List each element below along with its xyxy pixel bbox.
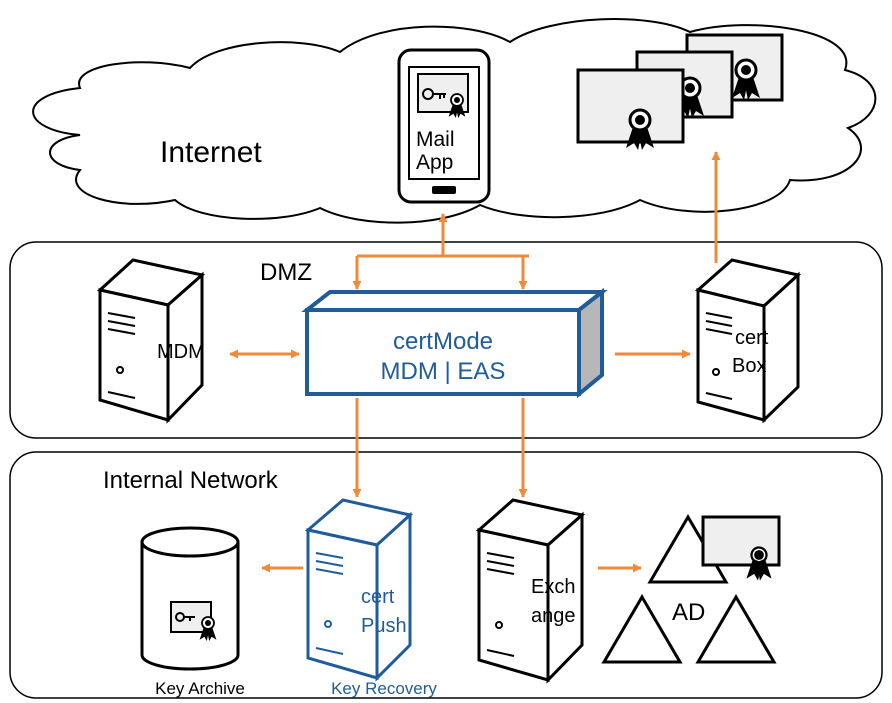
key-archive-label: Key Archive: [155, 679, 245, 698]
mdm-label: MDM: [157, 341, 205, 363]
internal-network-label: Internal Network: [103, 467, 279, 494]
mail-app-label-line1: Mail: [416, 128, 455, 151]
certbox-label-line2: Box: [732, 355, 766, 377]
arrow-bus-to-certmode-left: [357, 254, 529, 289]
certmode-subtitle: MDM | EAS: [381, 358, 506, 385]
certificates-stack: [576, 33, 784, 152]
exchange-label-line2: ange: [531, 605, 576, 627]
ad-label: AD: [672, 599, 705, 626]
certpush-server: [304, 498, 414, 682]
certbox-label-line1: cert: [735, 327, 769, 349]
exchange-label-line1: Exch: [531, 576, 575, 598]
mail-app-phone: [397, 48, 491, 204]
certmode-appliance: [301, 287, 608, 399]
connection-arrows: [229, 151, 721, 573]
exchange-server: [475, 498, 586, 684]
mail-app-label-line2: App: [416, 151, 453, 174]
mdm-server: [96, 258, 206, 424]
key-archive-database: [140, 526, 240, 671]
internet-label: Internet: [160, 136, 262, 169]
active-directory: [601, 514, 781, 664]
certbox-server: [694, 258, 802, 424]
certpush-label-line1: cert: [361, 586, 395, 608]
dmz-zone: [9, 241, 883, 439]
key-recovery-label: Key Recovery: [331, 679, 437, 698]
internal-network-zone: [9, 451, 883, 699]
certmode-title: certMode: [393, 328, 493, 355]
dmz-label: DMZ: [260, 259, 312, 286]
certpush-label-line2: Push: [361, 615, 407, 637]
